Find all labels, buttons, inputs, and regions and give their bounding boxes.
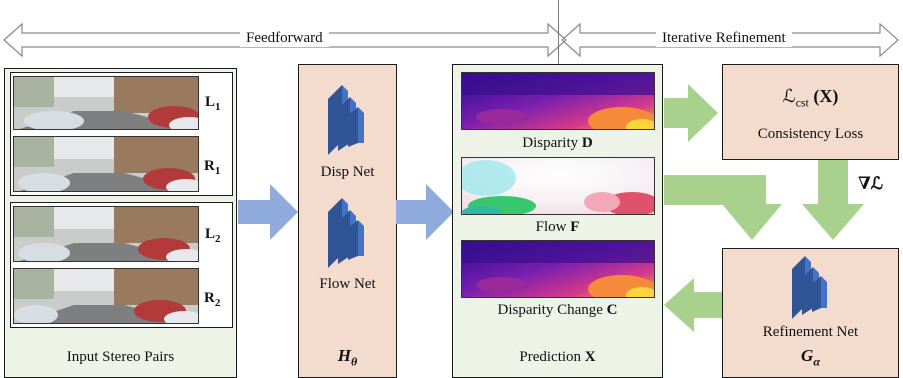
feedforward-arrow (3, 22, 567, 58)
prediction-caption: Prediction X (519, 349, 596, 365)
label-r1: R1 (204, 158, 221, 177)
refinement-net-icon (792, 256, 827, 319)
loss-name: Consistency Loss (757, 126, 864, 142)
refinement-net-label: Refinement Net (762, 324, 859, 340)
disparity-change-caption: Disparity Change C (497, 302, 618, 318)
arrow-loss-to-refinement (802, 160, 864, 240)
disp-net-label: Disp Net (320, 164, 375, 180)
stereo-image-l1 (13, 76, 199, 130)
disparity-map-image (461, 72, 655, 130)
loss-formula: ℒcst (X) (782, 86, 839, 110)
disparity-change-image (461, 240, 655, 298)
arrow-input-to-h (238, 184, 298, 240)
stereo-image-r2 (13, 268, 199, 324)
refinement-arrow (561, 22, 899, 58)
arrow-refinement-to-prediction (664, 278, 722, 332)
arrow-flow-to-refinement (664, 175, 782, 240)
input-caption: Input Stereo Pairs (66, 349, 175, 365)
g-alpha-symbol: Gα (801, 346, 820, 369)
flow-map-image (461, 157, 655, 215)
label-l2: L2 (205, 226, 221, 245)
stereo-image-r1 (13, 136, 199, 192)
consistency-loss-box (722, 64, 899, 160)
gradient-label: ∇ℒ (858, 174, 884, 193)
disparity-caption: Disparity D (522, 135, 593, 151)
label-r2: R2 (204, 290, 221, 309)
h-theta-symbol: Hθ (337, 346, 358, 369)
flow-net-icon (328, 198, 364, 268)
flow-caption: Flow F (535, 219, 580, 235)
arrow-disparity-to-loss (664, 84, 718, 142)
phase-label-feedforward: Feedforward (240, 30, 329, 47)
stereo-image-l2 (13, 206, 199, 262)
phase-label-refinement: Iterative Refinement (656, 30, 792, 47)
label-l1: L1 (205, 94, 221, 113)
disp-net-icon (328, 85, 364, 155)
flow-net-label: Flow Net (319, 276, 376, 292)
phase-arrows (3, 22, 899, 58)
arrow-h-to-prediction (396, 184, 454, 240)
